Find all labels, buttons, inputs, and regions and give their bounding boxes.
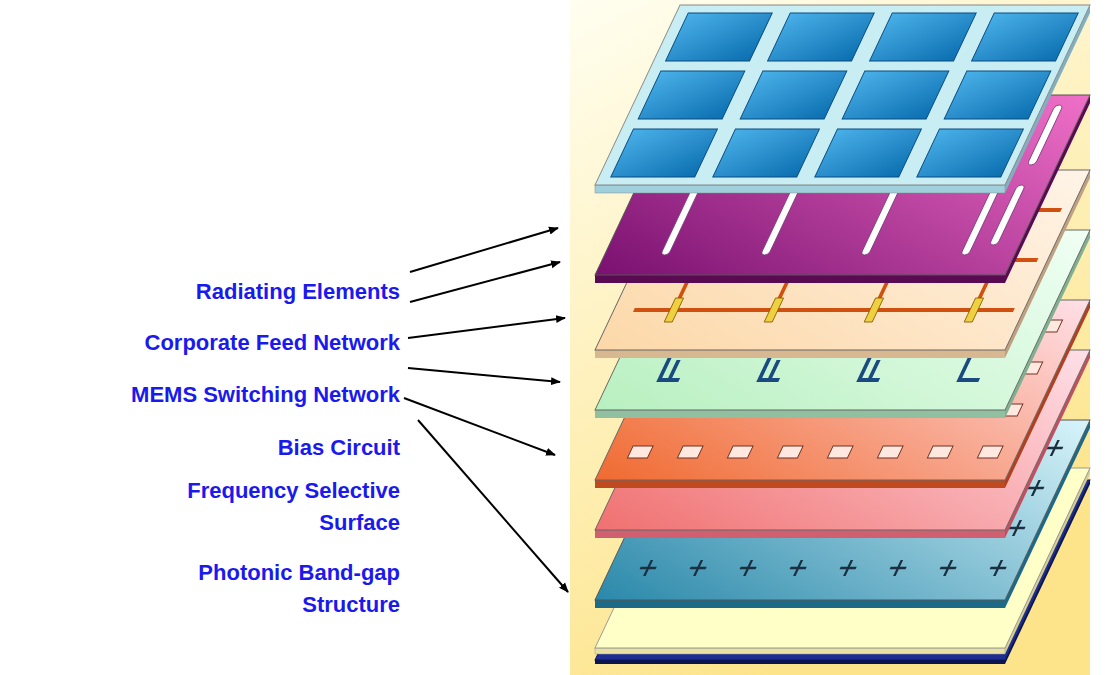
layer-label: Bias Circuit [278,432,400,464]
layer-label: Photonic Band-gap Structure [140,557,400,621]
layer-label: Radiating Elements [196,276,400,308]
layer-label: MEMS Switching Network [131,379,400,411]
layer-label: Corporate Feed Network [145,327,401,359]
layer-label: Frequency Selective Surface [140,475,400,539]
